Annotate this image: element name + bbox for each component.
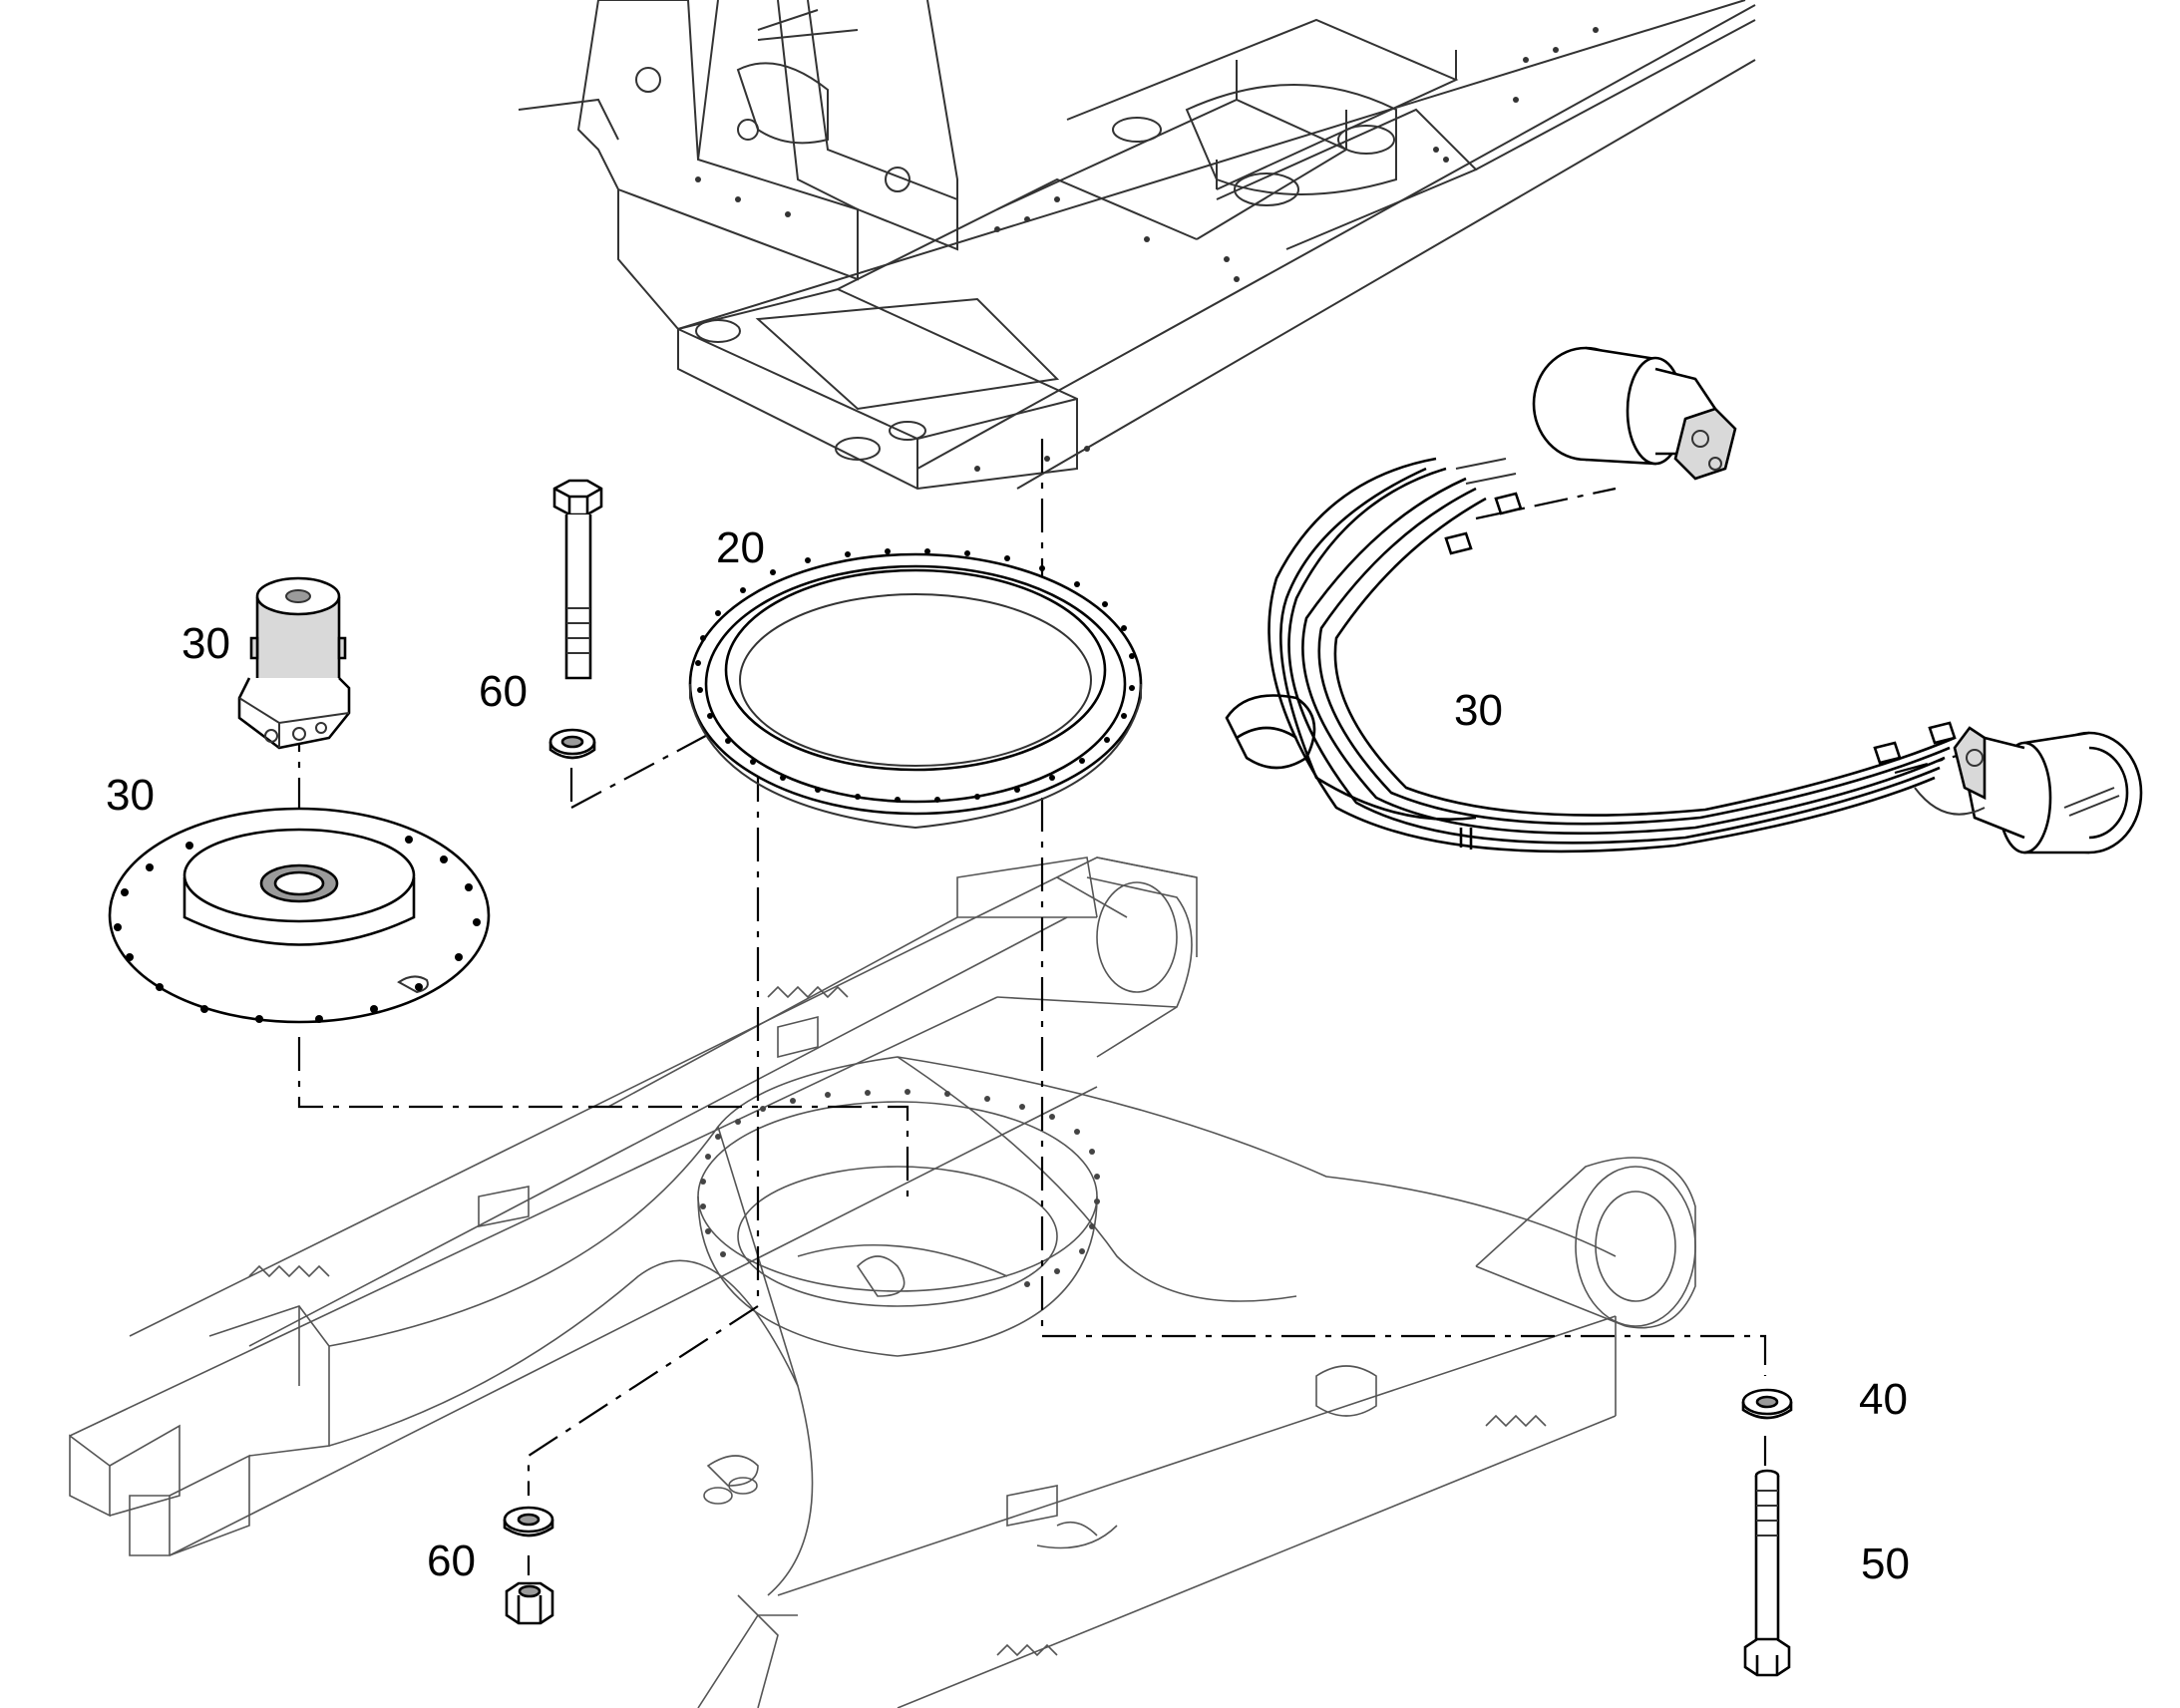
slewing-ring-icon	[688, 548, 1143, 830]
part-label-30-swivel: 30	[182, 619, 230, 668]
washer-icon	[503, 1506, 554, 1537]
hex-bolt-icon	[552, 479, 603, 680]
part-label-30-hoses: 30	[1454, 686, 1503, 735]
cover-plate-icon	[108, 807, 491, 1024]
hex-nut-icon	[505, 1581, 554, 1625]
hex-bolt-icon	[1743, 1469, 1791, 1677]
part-label-60-nut: 60	[427, 1537, 476, 1585]
undercarriage-frame-icon	[69, 856, 1696, 1708]
part-label-40: 40	[1859, 1375, 1908, 1424]
washer-icon	[1741, 1388, 1793, 1420]
part-label-20: 20	[716, 523, 765, 572]
travel-motor-icon	[1532, 346, 2143, 854]
swivel-joint-icon	[237, 576, 351, 750]
part-label-30-cover: 30	[106, 771, 155, 820]
washer-icon	[548, 728, 596, 760]
hydraulic-hose-icon	[1225, 457, 1986, 854]
part-label-50: 50	[1861, 1539, 1910, 1588]
part-label-60-bolt: 60	[479, 667, 528, 716]
upper-frame-icon	[518, 0, 1756, 491]
